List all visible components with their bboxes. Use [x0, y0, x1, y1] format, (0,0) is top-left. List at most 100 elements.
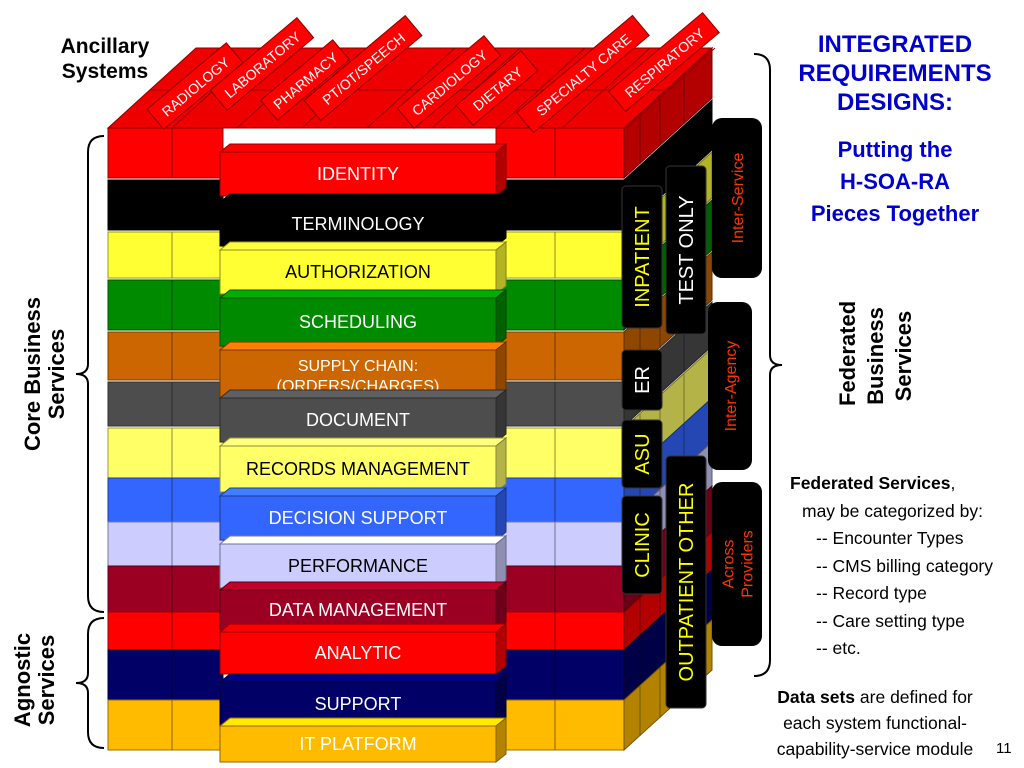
ancillary-tab-box [396, 35, 502, 129]
ancillary-tab-box [259, 39, 351, 121]
encounter-type-label: INPATIENT [632, 206, 654, 307]
federation-scope-box [708, 302, 752, 470]
core-business-services-label: Core Business Services [20, 264, 69, 484]
encounter-type-box [621, 495, 663, 595]
front-slab-side [495, 534, 507, 590]
layer-back-right [495, 565, 625, 613]
fed-note-item: -- etc. [816, 638, 861, 658]
front-slab-side [495, 240, 507, 296]
ancillary-tab-box [516, 14, 650, 134]
datasets-line-1: Data sets are defined for [760, 684, 990, 710]
datasets-rest: are defined for [855, 687, 973, 707]
layer-back-left [107, 565, 224, 613]
layer-label: ANALYTIC [315, 643, 402, 663]
ancillary-tab-box [608, 11, 720, 113]
ancillary-tab-box [209, 17, 315, 111]
layer-back-right [495, 477, 625, 523]
layer-back-right [495, 699, 625, 751]
slide-title: INTEGRATED REQUIREMENTS DESIGNS: [770, 30, 1020, 117]
core-label-line: Services [44, 328, 69, 420]
federation-scope-label: Across [721, 540, 738, 589]
federation-scope-label: Inter-Agency [723, 341, 740, 432]
agnostic-label-line: Services [34, 634, 59, 726]
datasets-line-3: capability-service module [776, 739, 974, 759]
ancillary-tab-box [146, 42, 244, 130]
federated-services-brace [753, 53, 783, 677]
encounter-type-box [665, 455, 707, 709]
encounter-type-label: ASU [632, 433, 654, 474]
layer-label: IT PLATFORM [299, 734, 416, 754]
layer-back-right [495, 381, 625, 427]
front-slab-top [218, 389, 508, 399]
fbs-line: Federated [835, 300, 860, 406]
front-slab [219, 151, 497, 197]
front-slab [219, 249, 497, 295]
encounter-type-box [665, 165, 707, 335]
front-slab [219, 495, 497, 541]
core-label-line: Core Business [20, 296, 45, 452]
layer-back-left [107, 127, 224, 179]
encounter-type-label: OUTPATIENT OTHER [676, 483, 698, 682]
front-slab-top [218, 717, 508, 727]
fbs-line: Services [891, 310, 916, 402]
layer-back-left [107, 381, 224, 427]
layer-back-left [107, 699, 224, 751]
front-slab-top [218, 623, 508, 633]
encounter-type-label: TEST ONLY [676, 195, 698, 304]
layer-back-right [495, 427, 625, 479]
encounter-type-label: CLINIC [632, 512, 654, 578]
top-cell-divider [561, 47, 651, 129]
front-slab-top [218, 143, 508, 153]
fed-note-item: -- CMS billing category [816, 555, 993, 576]
top-cell-divider [496, 47, 586, 129]
layer-back-left [107, 477, 224, 523]
layer-back-left [107, 279, 224, 331]
front-slab-side [495, 486, 507, 542]
federation-scope-label: Providers [740, 530, 757, 598]
layer-back-right [495, 649, 625, 701]
subtitle-line: H-SOA-RA [840, 169, 950, 194]
agnostic-services-brace [75, 617, 105, 749]
layer-label: DOCUMENT [306, 410, 410, 430]
fbs-line: Business [863, 307, 888, 405]
fed-note-heading: Federated Services [790, 473, 951, 493]
federation-scope-box [712, 482, 762, 646]
front-slab-top [218, 673, 508, 683]
front-slab-side [495, 288, 507, 348]
core-services-brace [75, 135, 105, 613]
front-slab-side [495, 192, 507, 248]
layer-back-right [495, 231, 625, 279]
layer-back-right [495, 331, 625, 381]
cube-front-labels: IDENTITYTERMINOLOGYAUTHORIZATIONSCHEDULI… [218, 142, 508, 764]
front-slab [219, 543, 497, 589]
layer-label: RECORDS MANAGEMENT [246, 459, 470, 479]
datasets-bold: Data sets [777, 687, 856, 707]
layer-back-left [107, 649, 224, 701]
layer-label: DECISION SUPPORT [269, 508, 448, 528]
federated-business-services-label: Federated Business Services [834, 300, 918, 406]
front-slab-top [218, 289, 508, 299]
layer-label: SUPPLY CHAIN: [298, 358, 418, 375]
front-slab [219, 397, 497, 443]
fed-note-item: -- Care setting type [816, 610, 965, 631]
title-line: INTEGRATED [817, 31, 973, 58]
layer-back-right [495, 127, 625, 179]
title-line: DESIGNS: [836, 89, 953, 116]
front-slab-top [218, 487, 508, 497]
ancillary-label-line: Systems [61, 60, 149, 83]
layer-back-right [495, 179, 625, 231]
layer-back-left [107, 427, 224, 479]
agnostic-services-label: Agnostic Services [10, 610, 59, 750]
layer-label: AUTHORIZATION [285, 262, 431, 282]
encounter-type-box [621, 349, 663, 411]
subtitle-line: Putting the [837, 137, 953, 162]
federated-services-note: Federated Services, may be categorized b… [790, 470, 1020, 663]
front-slab-side [495, 622, 507, 676]
federation-scope-label: Inter-Service [730, 153, 747, 244]
layer-back-left [107, 179, 224, 231]
front-slab-top [218, 341, 508, 351]
layer-back-right [495, 611, 625, 651]
fed-note-heading-row: Federated Services, [790, 470, 1020, 498]
fed-note-item: -- Encounter Types [816, 528, 964, 548]
